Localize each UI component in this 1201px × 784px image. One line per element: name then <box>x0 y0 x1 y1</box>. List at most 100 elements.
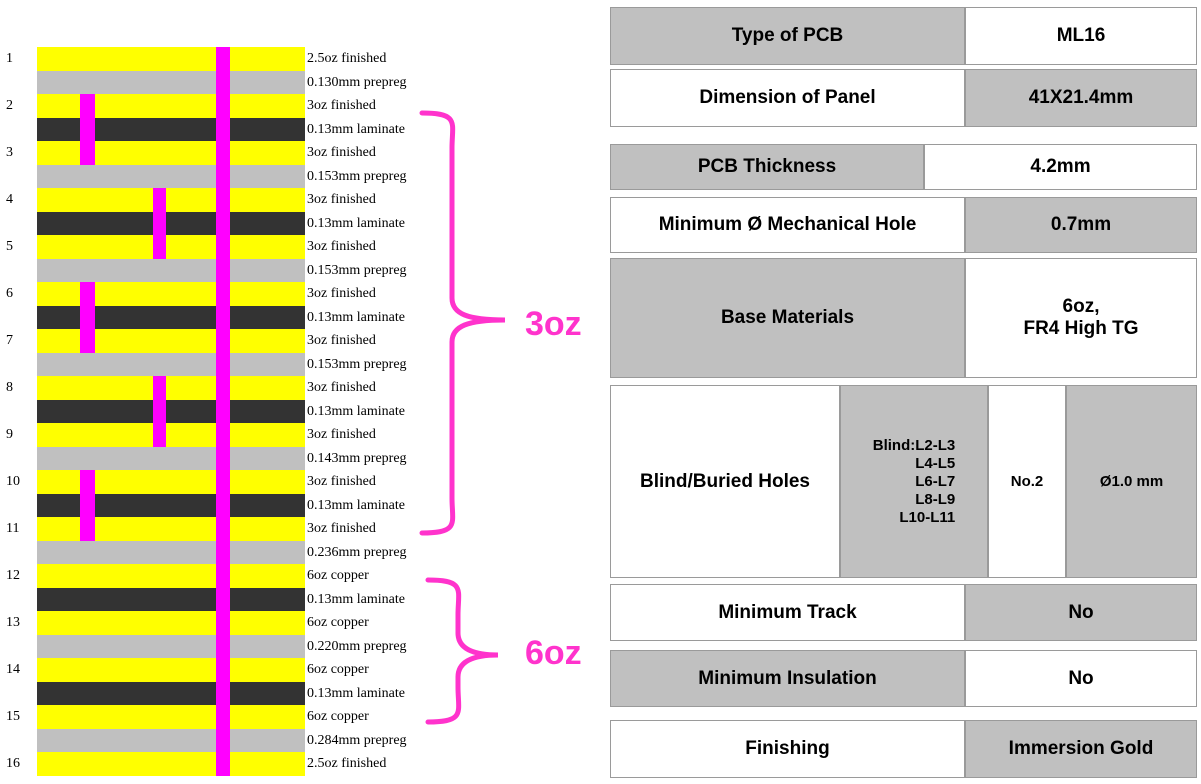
layer-description: 6oz copper <box>307 662 369 677</box>
finishing-label: Finishing <box>610 720 965 778</box>
layer-description: 6oz copper <box>307 615 369 630</box>
blind-holes-layer-list: Blind:L2-L3 L4-L5 L6-L7 L8-L9 L10-L11 <box>873 437 956 527</box>
copper-layer-bar <box>37 235 305 259</box>
layer-description: 3oz finished <box>307 192 376 207</box>
minimum-mechanical-hole-label: Minimum Ø Mechanical Hole <box>610 197 965 253</box>
layer-number: 4 <box>6 192 13 207</box>
stackup-layer-prepreg: 0.284mm prepreg <box>0 729 600 753</box>
copper-layer-bar <box>37 376 305 400</box>
stackup-layer-prepreg: 0.130mm prepreg <box>0 71 600 95</box>
blind-layer-line: L6-L7 <box>915 472 956 490</box>
minimum-mechanical-hole-value: 0.7mm <box>965 197 1197 253</box>
stackup-layer-prepreg: 0.153mm prepreg <box>0 165 600 189</box>
blind-holes-diameter: Ø1.0 mm <box>1066 385 1197 578</box>
blind-via-l4-l5 <box>153 188 166 259</box>
copper-layer-bar <box>37 423 305 447</box>
blind-layer-line: L4-L5 <box>915 454 956 472</box>
stackup-layer-laminate: 0.13mm laminate <box>0 682 600 706</box>
layer-number: 2 <box>6 98 13 113</box>
layer-description: 0.284mm prepreg <box>307 733 407 748</box>
layer-description: 0.13mm laminate <box>307 404 405 419</box>
dimension-of-panel-value: 41X21.4mm <box>965 69 1197 127</box>
layer-number: 8 <box>6 380 13 395</box>
blind-layer-line: Blind:L2-L3 <box>872 436 956 454</box>
laminate-layer-bar <box>37 588 305 612</box>
layer-number: 1 <box>6 51 13 66</box>
layer-number: 6 <box>6 286 13 301</box>
blind-via-l10-l11 <box>80 470 95 541</box>
laminate-layer-bar <box>37 682 305 706</box>
copper-layer-bar <box>37 705 305 729</box>
minimum-track-label: Minimum Track <box>610 584 965 641</box>
stackup-layer-laminate: 0.13mm laminate <box>0 588 600 612</box>
laminate-layer-bar <box>37 400 305 424</box>
stackup-layer-copper: 13 6oz copper <box>0 611 600 635</box>
type-of-pcb-value: ML16 <box>965 7 1197 65</box>
layer-number: 9 <box>6 427 13 442</box>
layer-number: 3 <box>6 145 13 160</box>
layer-description: 0.220mm prepreg <box>307 639 407 654</box>
minimum-insulation-label: Minimum Insulation <box>610 650 965 707</box>
layer-number: 16 <box>6 756 20 771</box>
blind-via-l8-l9 <box>153 376 166 447</box>
layer-number: 7 <box>6 333 13 348</box>
layer-description: 3oz finished <box>307 380 376 395</box>
base-materials-value-line-1: 6oz, <box>1062 296 1100 317</box>
prepreg-layer-bar <box>37 71 305 95</box>
layer-description: 3oz finished <box>307 98 376 113</box>
stackup-layer-copper: 4 3oz finished <box>0 188 600 212</box>
layer-number: 12 <box>6 568 20 583</box>
copper-layer-bar <box>37 188 305 212</box>
blind-layer-line: L8-L9 <box>915 490 956 508</box>
pcb-thickness-value: 4.2mm <box>924 144 1197 190</box>
prepreg-layer-bar <box>37 353 305 377</box>
prepreg-layer-bar <box>37 259 305 283</box>
base-materials-value-line-2: FR4 High TG <box>1023 318 1139 339</box>
layer-description: 0.153mm prepreg <box>307 357 407 372</box>
copper-layer-bar <box>37 611 305 635</box>
copper-layer-bar <box>37 752 305 776</box>
layer-number: 14 <box>6 662 20 677</box>
minimum-track-value: No <box>965 584 1197 641</box>
layer-description: 0.143mm prepreg <box>307 451 407 466</box>
layer-description: 3oz finished <box>307 474 376 489</box>
pcb-thickness-label: PCB Thickness <box>610 144 924 190</box>
prepreg-layer-bar <box>37 729 305 753</box>
base-materials-value: 6oz, FR4 High TG <box>965 258 1197 378</box>
prepreg-layer-bar <box>37 165 305 189</box>
bracket-3oz-layers <box>419 110 506 536</box>
stackup-layer-laminate: 0.13mm laminate <box>0 212 600 236</box>
prepreg-layer-bar <box>37 635 305 659</box>
layer-description: 0.13mm laminate <box>307 310 405 325</box>
layer-description: 0.13mm laminate <box>307 122 405 137</box>
bracket-layer <box>419 110 506 725</box>
prepreg-layer-bar <box>37 447 305 471</box>
stackup-layer-prepreg: 0.220mm prepreg <box>0 635 600 659</box>
layer-description: 0.13mm laminate <box>307 592 405 607</box>
laminate-layer-bar <box>37 212 305 236</box>
copper-layer-bar <box>37 564 305 588</box>
copper-layer-bar <box>37 658 305 682</box>
layer-description: 3oz finished <box>307 286 376 301</box>
bracket-3oz-label: 3oz <box>525 305 582 343</box>
finishing-value: Immersion Gold <box>965 720 1197 778</box>
layer-description: 6oz copper <box>307 568 369 583</box>
copper-layer-bar <box>37 47 305 71</box>
layer-description: 0.153mm prepreg <box>307 169 407 184</box>
bracket-6oz-label: 6oz <box>525 634 582 672</box>
blind-via-l6-l7 <box>80 282 95 353</box>
base-materials-label: Base Materials <box>610 258 965 378</box>
layer-description: 3oz finished <box>307 521 376 536</box>
layer-number: 13 <box>6 615 20 630</box>
blind-layer-line: L10-L11 <box>899 508 956 526</box>
layer-description: 2.5oz finished <box>307 756 387 771</box>
layer-description: 0.153mm prepreg <box>307 263 407 278</box>
layer-description: 0.13mm laminate <box>307 216 405 231</box>
layer-description: 0.13mm laminate <box>307 498 405 513</box>
layer-description: 0.130mm prepreg <box>307 75 407 90</box>
layer-description: 0.13mm laminate <box>307 686 405 701</box>
